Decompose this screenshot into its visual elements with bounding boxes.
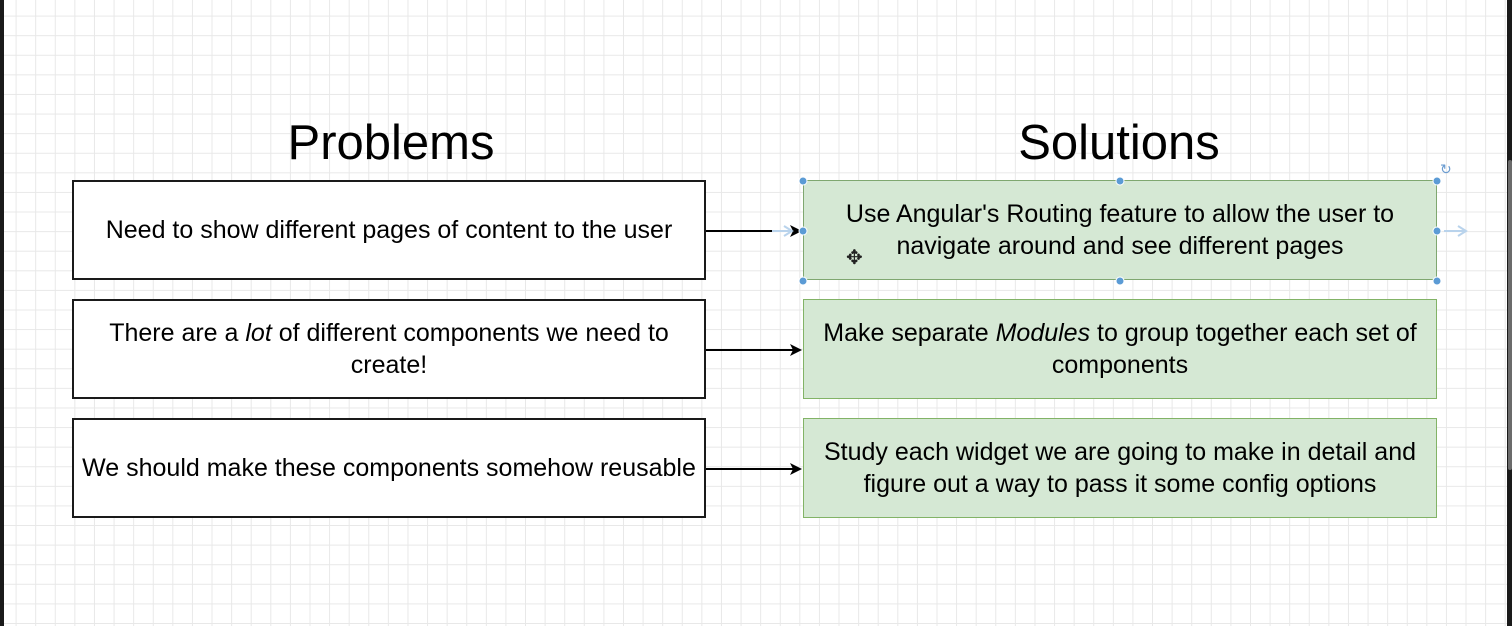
move-cursor-icon: ✥: [846, 247, 863, 269]
selection-handles[interactable]: [798, 176, 1442, 286]
problem-text: Need to show different pages of content …: [105, 216, 673, 244]
hover-arrow-right-icon: [1444, 225, 1468, 237]
hover-arrow-left-icon: [772, 225, 794, 237]
solution-text: Study each widget we are going to make i…: [823, 438, 1417, 498]
solution-box-widgets[interactable]: Study each widget we are going to make i…: [803, 418, 1437, 518]
rotate-handle-icon[interactable]: ↻: [1440, 161, 1452, 177]
window-frame-left: [0, 0, 4, 626]
problem-text: There are a lot of different components …: [109, 319, 669, 379]
vertical-scrollbar[interactable]: [1508, 160, 1512, 470]
problem-text: We should make these components somehow …: [82, 454, 696, 482]
problems-heading: Problems: [287, 116, 495, 170]
solution-text: Make separate Modules to group together …: [823, 319, 1417, 379]
problem-box-components[interactable]: There are a lot of different components …: [72, 299, 706, 399]
solution-box-routing[interactable]: Use Angular's Routing feature to allow t…: [803, 180, 1437, 280]
problem-box-reusable[interactable]: We should make these components somehow …: [72, 418, 706, 518]
solutions-heading: Solutions: [1018, 116, 1220, 170]
solution-box-modules[interactable]: Make separate Modules to group together …: [803, 299, 1437, 399]
solution-text: Use Angular's Routing feature to allow t…: [845, 200, 1395, 260]
problem-box-routing[interactable]: Need to show different pages of content …: [72, 180, 706, 280]
